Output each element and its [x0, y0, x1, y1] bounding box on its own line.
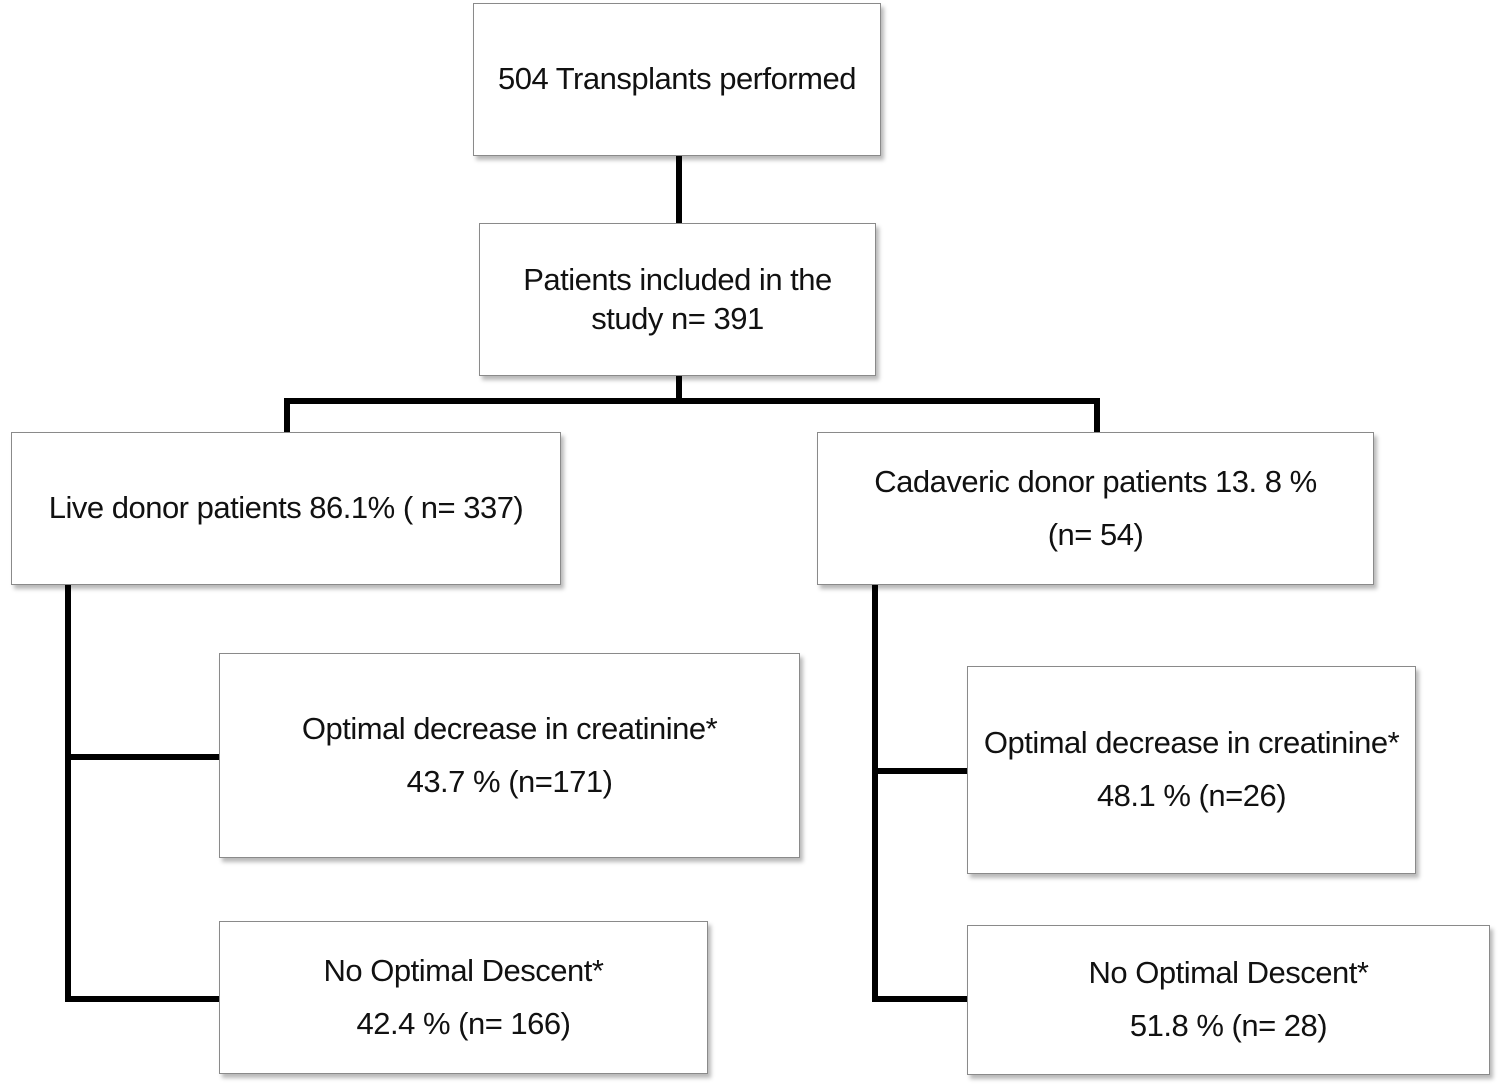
live-no-optimal-line2: 42.4 % (n= 166)	[356, 1005, 571, 1041]
cadaveric-no-optimal-line1: No Optimal Descent*	[1088, 955, 1369, 991]
live-optimal-decrease-line2: 43.7 % (n=171)	[406, 763, 613, 799]
included-patients-line1: Patients included in the	[523, 261, 832, 297]
live-no-optimal-line1: No Optimal Descent*	[323, 952, 604, 988]
live-donor-text: Live donor patients 86.1% ( n= 337)	[48, 490, 524, 526]
cadaveric-donor-line1: Cadaveric donor patients 13. 8 %	[874, 463, 1317, 499]
included-patients-box: Patients included in the study n= 391	[479, 223, 876, 376]
cadaveric-no-optimal-box: No Optimal Descent* 51.8 % (n= 28)	[967, 925, 1490, 1075]
live-optimal-decrease-box: Optimal decrease in creatinine* 43.7 % (…	[219, 653, 800, 858]
cadaveric-donor-line2: (n= 54)	[1047, 516, 1144, 552]
total-transplants-box: 504 Transplants performed	[473, 3, 881, 156]
live-no-optimal-box: No Optimal Descent* 42.4 % (n= 166)	[219, 921, 708, 1074]
included-patients-line2: study n= 391	[591, 300, 764, 336]
cadaveric-donor-box: Cadaveric donor patients 13. 8 % (n= 54)	[817, 432, 1374, 585]
live-optimal-decrease-line1: Optimal decrease in creatinine*	[301, 710, 718, 746]
cadaveric-no-optimal-line2: 51.8 % (n= 28)	[1129, 1008, 1328, 1043]
cadaveric-optimal-decrease-box: Optimal decrease in creatinine* 48.1 % (…	[967, 666, 1416, 874]
live-donor-box: Live donor patients 86.1% ( n= 337)	[11, 432, 561, 585]
total-transplants-text: 504 Transplants performed	[498, 61, 857, 97]
cadaveric-optimal-decrease-line2: 48.1 % (n=26)	[1096, 778, 1287, 813]
cadaveric-optimal-decrease-line1: Optimal decrease in creatinine*	[983, 725, 1400, 761]
